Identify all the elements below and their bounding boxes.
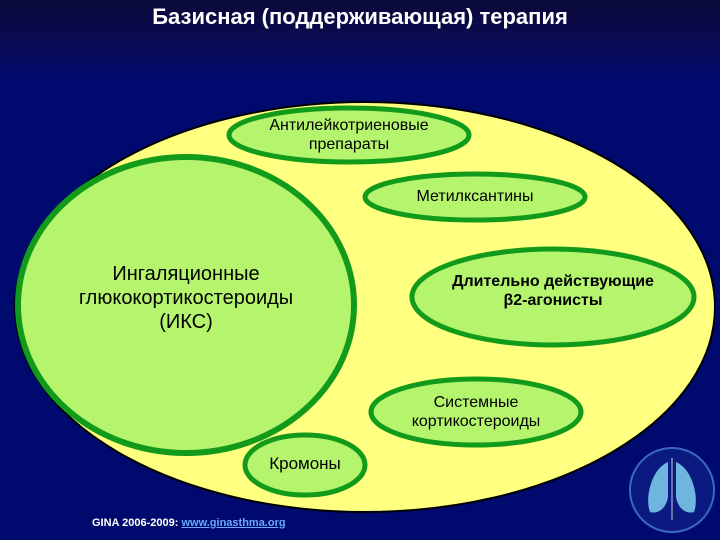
methylxanthines-label: Метилксантины: [416, 188, 534, 205]
antileukotriene-label: Антилейкотриеновые препараты: [229, 116, 469, 154]
laba-line-1: Длительно действующие: [452, 273, 654, 290]
laba-label: Длительно действующие β2-агонисты: [412, 272, 694, 310]
laba-line-2: β2-агонисты: [503, 292, 603, 310]
slide-title: Базисная (поддерживающая) терапия: [152, 4, 568, 29]
antileukotriene-line-2: препараты: [308, 136, 390, 154]
systemic-line-1: Системные: [433, 394, 519, 411]
ics-line-1: Ингаляционные: [112, 263, 260, 285]
footer-source: GINA 2006-2009:: [92, 517, 179, 529]
ics-label: Ингаляционные глюкокортикостероиды (ИКС): [30, 262, 342, 334]
cromones-ellipse: [242, 432, 368, 498]
antileukotriene-line-1: Антилейкотриеновые: [269, 117, 429, 134]
cromones-label: Кромоны: [269, 454, 341, 473]
systemic-line-2: кортикостероиды: [411, 413, 541, 431]
systemic-ellipse: [368, 376, 584, 448]
footer: GINA 2006-2009: www.ginasthma.org: [92, 517, 286, 529]
systemic-label: Системные кортикостероиды: [371, 393, 581, 431]
gina-logo: [629, 447, 715, 533]
ics-line-3: (ИКС): [159, 311, 213, 333]
footer-link[interactable]: www.ginasthma.org: [181, 517, 286, 529]
laba-ellipse: [409, 246, 697, 348]
methylxanthines-ellipse: [362, 171, 588, 223]
antileukotriene-ellipse: [226, 105, 472, 165]
ics-circle: [15, 154, 357, 456]
ics-line-2: глюкокортикостероиды: [78, 287, 294, 309]
